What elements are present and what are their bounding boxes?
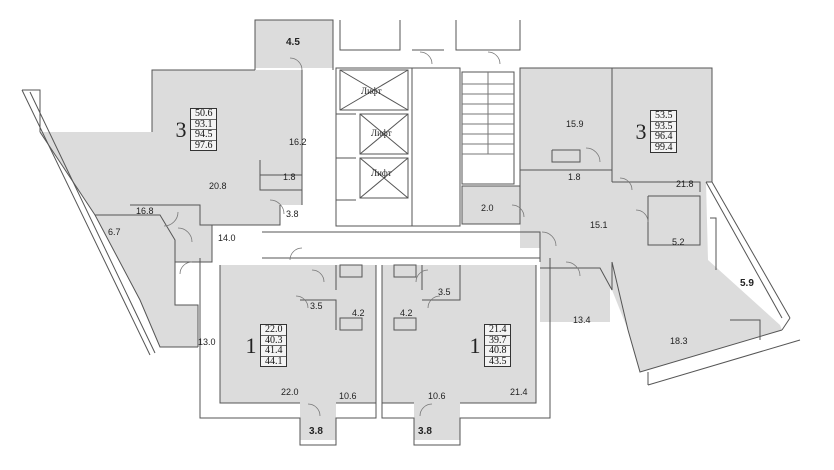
- apartment-1-left-area: [220, 265, 376, 440]
- area-value: 93.5: [651, 121, 676, 132]
- room-area-label: 3.8: [309, 426, 323, 437]
- room-area-label: 4.5: [286, 37, 300, 48]
- room-area-label: 13.0: [198, 337, 216, 347]
- apartment-badge-1-right: 1 21.4 39.7 40.8 43.5: [468, 324, 511, 367]
- storage-room: [462, 186, 520, 224]
- area-value: 94.5: [191, 130, 216, 141]
- apartment-1-right-area: [382, 265, 536, 440]
- area-value: 96.4: [651, 132, 676, 143]
- balcony-top: [255, 20, 333, 68]
- area-value: 53.5: [651, 111, 676, 122]
- apartment-rooms: 3: [175, 116, 187, 142]
- room-area-label: 10.6: [339, 391, 357, 401]
- right-corridor-area: [540, 262, 610, 322]
- elevator-label: Лифт: [361, 86, 382, 96]
- area-value: 40.8: [485, 346, 510, 357]
- room-area-label: 2.0: [481, 203, 494, 213]
- room-area-label: 6.7: [108, 227, 121, 237]
- room-area-label: 4.2: [352, 308, 365, 318]
- apartment-badge-1-left: 1 22.0 40.3 41.4 44.1: [244, 324, 287, 367]
- room-area-label: 10.6: [428, 391, 446, 401]
- apartment-rooms: 1: [469, 332, 481, 358]
- room-area-label: 22.0: [281, 387, 299, 397]
- room-area-label: 16.2: [289, 137, 307, 147]
- room-area-label: 14.0: [218, 233, 236, 243]
- room-area-label: 3.8: [418, 426, 432, 437]
- area-value: 93.1: [191, 119, 216, 130]
- area-value: 39.7: [485, 335, 510, 346]
- area-value: 99.4: [655, 141, 673, 153]
- apartment-areas: 53.5 93.5 96.4 99.4: [650, 110, 677, 153]
- room-area-label: 1.8: [283, 172, 296, 182]
- apartment-3-left-area: [40, 70, 302, 347]
- room-area-label: 15.1: [590, 220, 608, 230]
- room-area-label: 3.8: [286, 209, 299, 219]
- area-value: 41.4: [261, 346, 286, 357]
- room-area-label: 3.5: [310, 301, 323, 311]
- apartment-areas: 21.4 39.7 40.8 43.5: [484, 324, 511, 367]
- apartment-rooms: 3: [635, 118, 647, 144]
- room-area-label: 5.2: [672, 237, 685, 247]
- apartment-areas: 22.0 40.3 41.4 44.1: [260, 324, 287, 367]
- area-value: 44.1: [265, 355, 283, 367]
- apartment-badge-3-right: 3 53.5 93.5 96.4 99.4: [634, 110, 677, 153]
- room-area-label: 21.4: [510, 387, 528, 397]
- apartment-areas: 50.6 93.1 94.5 97.6: [190, 108, 217, 151]
- area-value: 43.5: [489, 355, 507, 367]
- room-area-label: 20.8: [209, 181, 227, 191]
- apartment-3-right-area: [520, 68, 782, 372]
- elevator-label: Лифт: [371, 128, 392, 138]
- area-value: 21.4: [485, 325, 510, 336]
- room-area-label: 18.3: [670, 336, 688, 346]
- area-value: 40.3: [261, 335, 286, 346]
- room-area-label: 5.9: [740, 278, 754, 289]
- area-value: 22.0: [261, 325, 286, 336]
- room-area-label: 1.8: [568, 172, 581, 182]
- room-area-label: 16.8: [136, 206, 154, 216]
- apartment-badge-3-left: 3 50.6 93.1 94.5 97.6: [174, 108, 217, 151]
- room-area-label: 3.5: [438, 287, 451, 297]
- room-area-label: 4.2: [400, 308, 413, 318]
- room-area-label: 13.4: [573, 315, 591, 325]
- room-area-label: 21.8: [676, 179, 694, 189]
- room-area-label: 15.9: [566, 119, 584, 129]
- area-value: 50.6: [191, 109, 216, 120]
- area-value: 97.6: [195, 139, 213, 151]
- apartment-rooms: 1: [245, 332, 257, 358]
- elevator-label: Лифт: [371, 168, 392, 178]
